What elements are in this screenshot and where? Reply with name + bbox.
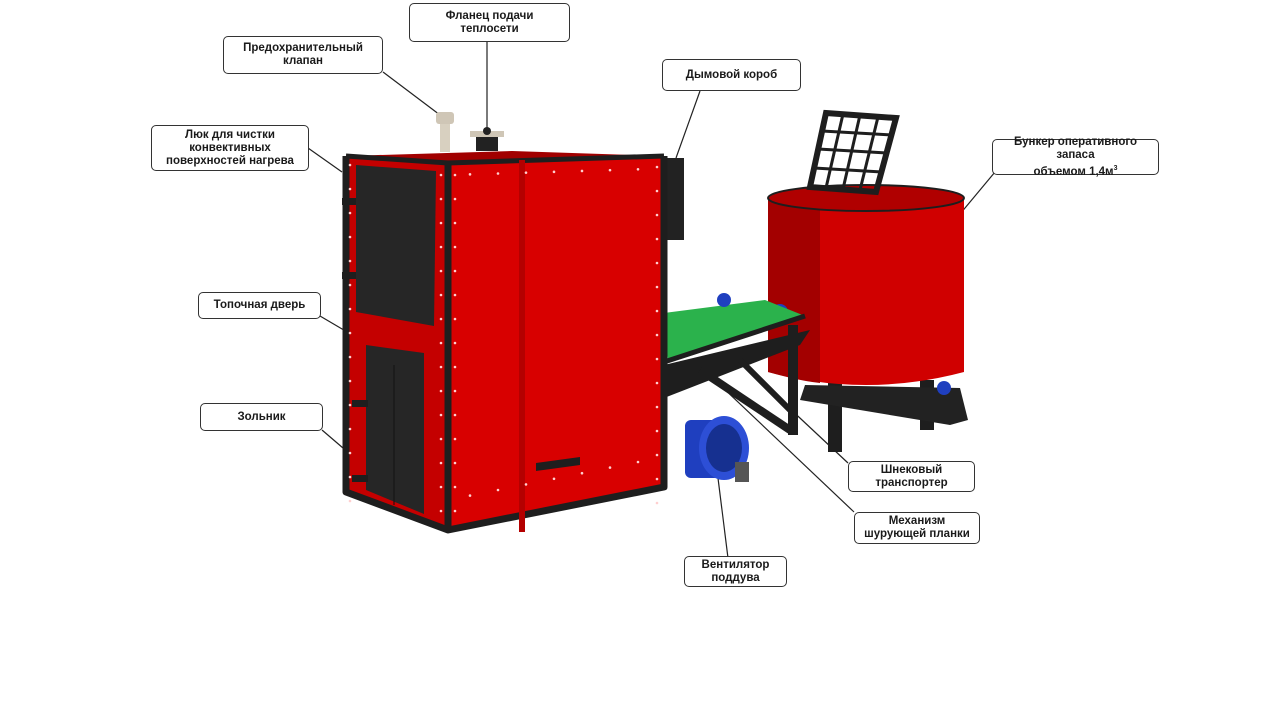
rivet bbox=[439, 173, 443, 177]
rivet bbox=[348, 211, 352, 215]
rivet bbox=[439, 269, 443, 273]
boiler-body bbox=[342, 151, 668, 534]
rivet bbox=[348, 403, 352, 407]
rivet bbox=[655, 189, 659, 193]
rivet bbox=[636, 168, 640, 171]
rivets bbox=[348, 163, 659, 513]
rivet bbox=[348, 163, 352, 167]
hopper-volume: объемом 1,4м bbox=[1033, 165, 1114, 178]
rivet bbox=[439, 485, 443, 489]
rivet bbox=[453, 269, 457, 273]
rivet bbox=[439, 317, 443, 321]
rivet bbox=[439, 389, 443, 393]
rivet bbox=[655, 285, 659, 289]
rivet bbox=[453, 461, 457, 465]
hopper-grate bbox=[806, 109, 900, 196]
rivet bbox=[453, 341, 457, 345]
hopper-volume-exp: 3 bbox=[1113, 164, 1118, 172]
hopper-label-line2: объемом 1,4м3 bbox=[1034, 162, 1118, 179]
rivet bbox=[552, 170, 556, 174]
rivet bbox=[348, 427, 352, 431]
rivet bbox=[655, 501, 659, 505]
callout-blower-fan: Вентилятор поддува bbox=[684, 556, 787, 587]
rivet bbox=[655, 405, 659, 409]
conveyor bbox=[663, 293, 810, 435]
rivet bbox=[453, 197, 457, 201]
rivet bbox=[453, 485, 457, 489]
rivet bbox=[524, 483, 528, 486]
rivet bbox=[348, 187, 352, 191]
rivet bbox=[608, 466, 612, 469]
rivet bbox=[655, 237, 659, 241]
rivet bbox=[348, 355, 352, 359]
rivet bbox=[552, 477, 556, 481]
rivet bbox=[655, 453, 659, 457]
rivet bbox=[496, 172, 500, 175]
rivet bbox=[348, 499, 352, 503]
rivet bbox=[655, 213, 659, 217]
rivet bbox=[636, 460, 640, 464]
rivet bbox=[439, 365, 443, 369]
rivet bbox=[348, 451, 352, 455]
rivet bbox=[468, 173, 472, 176]
callout-poker-mechanism: Механизм шурующей планки bbox=[854, 512, 980, 544]
rivet bbox=[439, 437, 443, 441]
rivet bbox=[439, 245, 443, 249]
callout-screw-conveyor: Шнековый транспортер bbox=[848, 461, 975, 492]
rivet bbox=[348, 475, 352, 479]
rivet bbox=[453, 365, 457, 369]
top-fittings bbox=[436, 112, 504, 152]
rivet bbox=[468, 494, 472, 497]
rivet bbox=[524, 171, 528, 174]
rivet bbox=[655, 381, 659, 385]
rivet bbox=[348, 283, 352, 287]
rivet bbox=[453, 293, 457, 297]
rivet bbox=[348, 379, 352, 383]
callout-hopper: Бункер оперативного запаса объемом 1,4м3 bbox=[992, 135, 1159, 177]
rivet bbox=[580, 471, 584, 475]
rivet bbox=[439, 341, 443, 345]
rivet bbox=[439, 509, 443, 513]
rivet bbox=[608, 168, 612, 172]
callout-flange: Фланец подачи теплосети bbox=[409, 3, 570, 42]
rivet bbox=[453, 389, 457, 393]
blower-fan bbox=[685, 416, 749, 482]
rivet bbox=[348, 259, 352, 263]
rivet bbox=[655, 333, 659, 337]
callout-cleaning-hatch: Люк для чистки конвективных поверхностей… bbox=[151, 125, 309, 171]
rivet bbox=[453, 509, 457, 513]
callout-ash-pit: Зольник bbox=[200, 403, 323, 431]
hopper-label-line1: Бункер оперативного запаса bbox=[1013, 135, 1138, 161]
rivet bbox=[453, 245, 457, 249]
callout-firebox-door: Топочная дверь bbox=[198, 292, 321, 319]
rivet bbox=[655, 261, 659, 265]
rivet bbox=[453, 173, 457, 177]
rivet bbox=[655, 477, 659, 481]
rivet bbox=[496, 488, 500, 492]
rivet bbox=[655, 357, 659, 361]
rivet bbox=[439, 221, 443, 225]
rivet bbox=[439, 461, 443, 465]
rivet bbox=[580, 169, 584, 173]
rivet bbox=[348, 307, 352, 311]
rivet bbox=[655, 309, 659, 313]
rivet bbox=[439, 293, 443, 297]
rivet bbox=[348, 235, 352, 239]
rivet bbox=[439, 197, 443, 201]
rivet bbox=[453, 413, 457, 417]
rivet bbox=[655, 165, 659, 169]
rivet bbox=[655, 429, 659, 433]
callout-smoke-box: Дымовой короб bbox=[662, 59, 801, 91]
rivet bbox=[453, 317, 457, 321]
rivet bbox=[348, 331, 352, 335]
callout-safety-valve: Предохранительный клапан bbox=[223, 36, 383, 74]
rivet bbox=[453, 221, 457, 225]
rivet bbox=[453, 437, 457, 441]
rivet bbox=[439, 413, 443, 417]
